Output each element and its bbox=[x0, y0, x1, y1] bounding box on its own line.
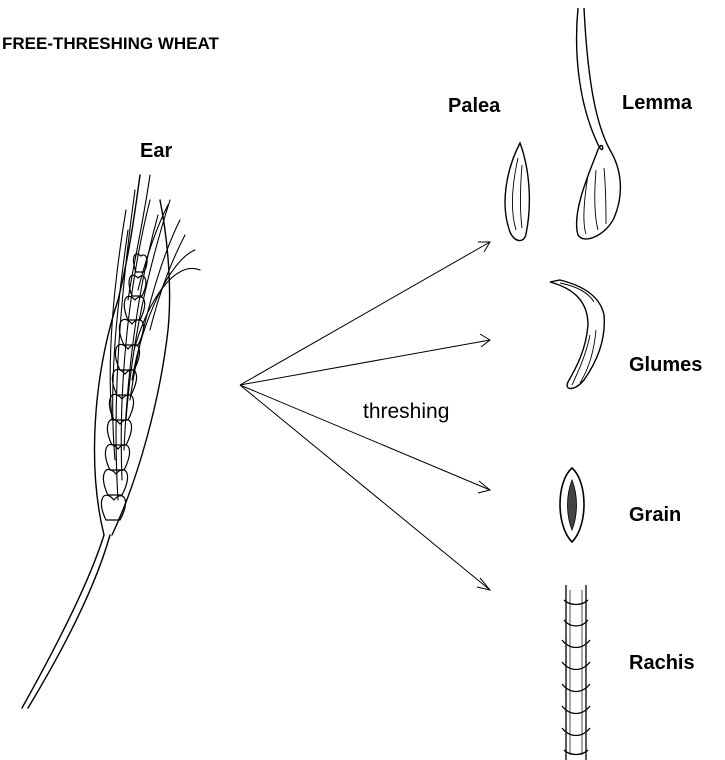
diagram-title: FREE-THRESHING WHEAT bbox=[2, 34, 219, 54]
rachis-illustration bbox=[562, 585, 590, 760]
lemma-label: Lemma bbox=[622, 92, 692, 115]
awns bbox=[110, 175, 200, 500]
arrow-to-palea bbox=[240, 242, 490, 385]
grain-label: Grain bbox=[629, 504, 681, 527]
arrow-to-glumes bbox=[240, 340, 490, 385]
threshing-process-label: threshing bbox=[363, 400, 449, 424]
palea-label: Palea bbox=[448, 95, 500, 118]
lemma-illustration bbox=[577, 8, 621, 239]
palea-illustration bbox=[505, 143, 529, 241]
glumes-illustration bbox=[550, 280, 604, 389]
wheat-ear-illustration bbox=[22, 175, 200, 708]
wheat-stem bbox=[22, 535, 104, 708]
grain-illustration bbox=[560, 468, 584, 542]
glumes-label: Glumes bbox=[629, 354, 702, 377]
ear-outline-right bbox=[112, 200, 170, 535]
ear-label: Ear bbox=[140, 140, 172, 163]
rachis-label: Rachis bbox=[629, 652, 695, 675]
